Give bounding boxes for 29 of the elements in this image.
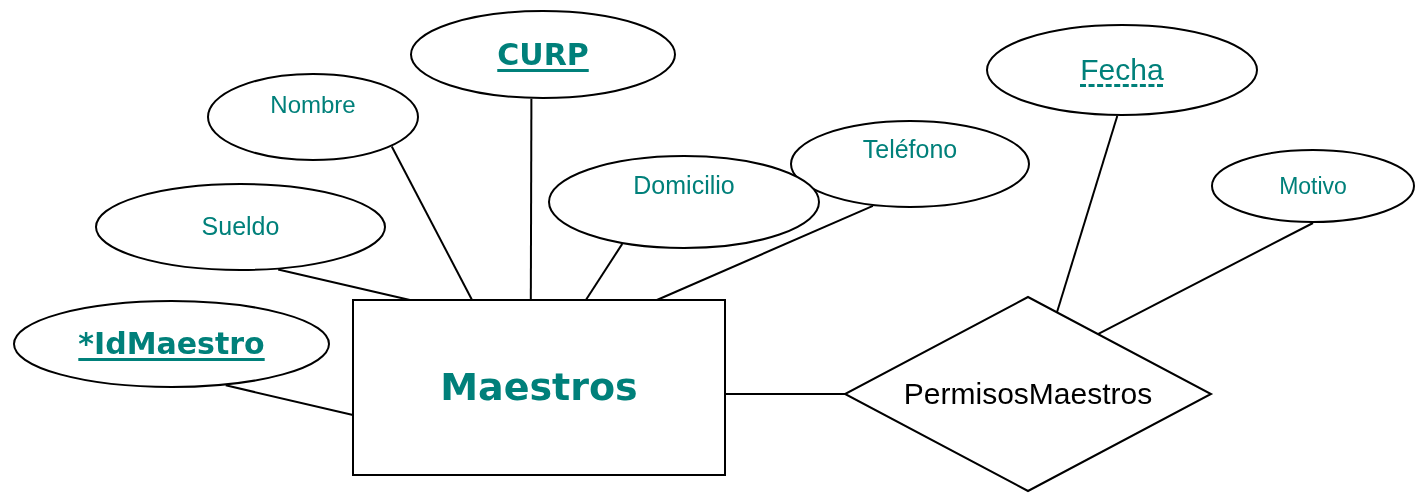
- node-label: Fecha: [1080, 52, 1164, 89]
- connector-line: [655, 204, 874, 301]
- connector-line: [277, 268, 411, 301]
- attribute-ellipse: [95, 183, 386, 271]
- attribute-ellipse: [1211, 149, 1415, 223]
- node-label: Sueldo: [201, 211, 280, 243]
- relationship-diamond: [842, 295, 1214, 493]
- node-label: Nombre: [270, 90, 356, 120]
- node-label: *IdMaestro: [78, 325, 265, 363]
- connector-line: [390, 145, 474, 301]
- attribute-ellipse: [410, 10, 676, 99]
- node-label: Motivo: [1279, 171, 1347, 201]
- connector-line: [724, 393, 846, 395]
- node-label: PermisosMaestros: [903, 376, 1153, 413]
- node-label: CURP: [497, 35, 589, 74]
- attribute-ellipse: [207, 73, 419, 161]
- attribute-ellipse: [986, 24, 1258, 116]
- attribute-ellipse: [790, 120, 1030, 208]
- attribute-ellipse: [548, 155, 820, 249]
- attribute-ellipse: [13, 300, 330, 388]
- connector-line: [584, 242, 624, 301]
- node-label: Maestros: [440, 363, 638, 411]
- node-label: Teléfono: [862, 134, 958, 166]
- node-label: Domicilio: [633, 170, 735, 202]
- connector-line: [529, 97, 533, 301]
- connector-line: [224, 384, 354, 416]
- connector-line: [1096, 222, 1314, 336]
- entity-rectangle: [352, 299, 726, 476]
- connector-line: [1055, 114, 1119, 314]
